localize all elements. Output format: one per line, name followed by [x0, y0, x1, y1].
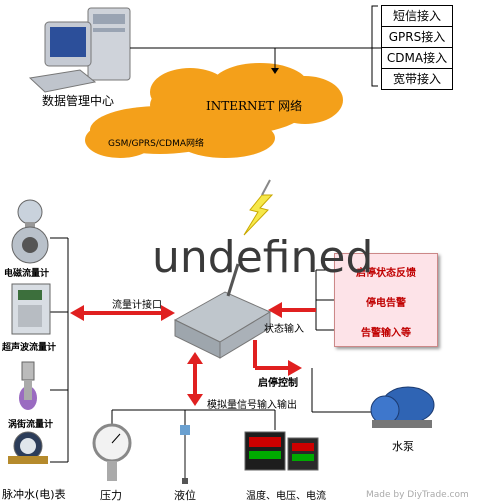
status-input-arrow: [268, 302, 316, 318]
watermark-text: undefined: [152, 232, 374, 283]
flow-interface-arrow: [70, 305, 175, 321]
mobile-network-label: GSM/GPRS/CDMA网络: [108, 139, 205, 149]
electromagnetic-label: 电磁流量计: [4, 269, 50, 279]
ultrasonic-flowmeter-icon: [11, 283, 51, 335]
pump-label: 水泵: [392, 440, 414, 453]
access-item-cdma: CDMA接入: [381, 48, 453, 69]
analog-io-arrow: [187, 352, 203, 406]
data-center-label: 数据管理中心: [42, 94, 115, 108]
ultrasonic-label: 超声波流量计: [2, 343, 57, 353]
status-item-feedback: 启停状态反馈: [356, 268, 416, 279]
water-pump-icon: [370, 386, 435, 428]
status-item-alarm-input: 告警输入等: [361, 328, 411, 339]
pulse-meter-label: 脉冲水(电)表: [2, 488, 66, 501]
start-stop-arrow: [253, 340, 302, 376]
data-center-computer-icon: [28, 7, 131, 93]
access-item-broadband: 宽带接入: [381, 69, 453, 90]
internet-cloud: [85, 63, 343, 158]
level-label: 液位: [174, 489, 196, 502]
rtu-device-icon: [173, 263, 272, 359]
electromagnetic-flowmeter-icon: [11, 199, 49, 264]
status-panel: 启停状态反馈 停电告警 告警输入等: [334, 253, 438, 347]
analog-io-label: 模拟量信号输入输出: [207, 400, 297, 411]
status-item-power-alarm: 停电告警: [366, 298, 406, 309]
status-input-label: 状态输入: [264, 324, 304, 335]
internet-label: INTERNET 网络: [206, 99, 303, 113]
instrument-panel-icon: [244, 431, 319, 471]
vortex-label: 涡街流量计: [8, 420, 54, 430]
pressure-label: 压力: [100, 489, 122, 502]
pressure-gauge-icon: [92, 423, 132, 481]
access-methods-list: 短信接入 GPRS接入 CDMA接入 宽带接入: [381, 5, 453, 90]
wireless-signal-icon: [243, 179, 274, 236]
instruments-label: 温度、电压、电流: [246, 491, 326, 502]
pulse-meter-icon: [8, 431, 48, 464]
access-item-gprs: GPRS接入: [381, 27, 453, 48]
flow-interface-label: 流量计接口: [112, 300, 162, 311]
start-stop-label: 启停控制: [258, 378, 298, 389]
vortex-flowmeter-icon: [19, 361, 37, 410]
level-sensor-icon: [180, 425, 190, 484]
site-watermark: Made by DiyTrade.com: [366, 490, 469, 500]
access-item-sms: 短信接入: [381, 5, 453, 27]
